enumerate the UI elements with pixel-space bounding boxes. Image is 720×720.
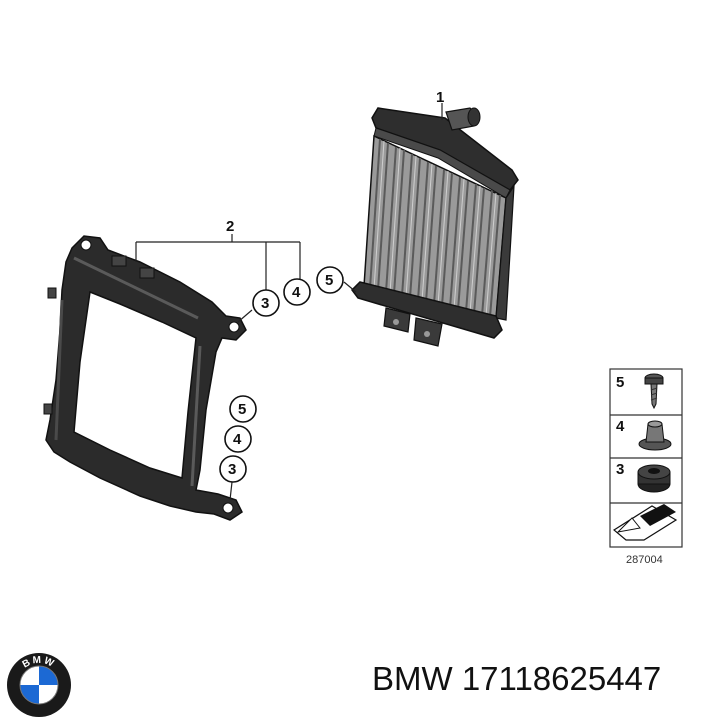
bushing-icon — [638, 420, 672, 451]
callout-2: 2 — [226, 218, 234, 235]
bmw-logo: BMW — [7, 653, 71, 717]
callout-3-lower: 3 — [228, 461, 236, 478]
radiator-illustration — [351, 107, 519, 347]
svg-text:BMW: BMW — [21, 655, 57, 671]
mounting-frame-illustration — [43, 235, 247, 521]
brand-name: BMW — [372, 660, 453, 697]
callout-circle-4-lower: 4 — [224, 425, 252, 453]
callout-circle-3-upper: 3 — [252, 289, 280, 317]
callout-leader-lines — [135, 103, 443, 501]
callout-circle-5-lower: 5 — [229, 395, 257, 423]
legend-num-3: 3 — [616, 461, 624, 478]
callout-4-lower: 4 — [233, 431, 242, 448]
legend-num-5: 5 — [616, 374, 624, 391]
callout-circle-5-upper: 5 — [316, 266, 344, 294]
part-number: 17118625447 — [461, 660, 662, 697]
legend-num-4: 4 — [616, 418, 625, 435]
diagram-id: 287004 — [626, 554, 663, 566]
callout-circle-3-lower: 3 — [219, 455, 247, 483]
callout-5-upper: 5 — [325, 272, 333, 289]
screw-icon — [644, 373, 664, 410]
callout-1: 1 — [436, 89, 444, 106]
part-caption: BMW 17118625447 — [372, 660, 661, 698]
view-arrow-icon — [612, 504, 678, 541]
callout-4-upper: 4 — [292, 284, 301, 301]
callout-circle-4-upper: 4 — [283, 278, 311, 306]
grommet-icon — [637, 464, 671, 493]
callout-5-lower: 5 — [238, 401, 246, 418]
callout-3-upper: 3 — [261, 295, 269, 312]
parts-legend: 5 4 3 — [609, 368, 683, 566]
bmw-logo-lettering: BMW — [21, 655, 55, 671]
